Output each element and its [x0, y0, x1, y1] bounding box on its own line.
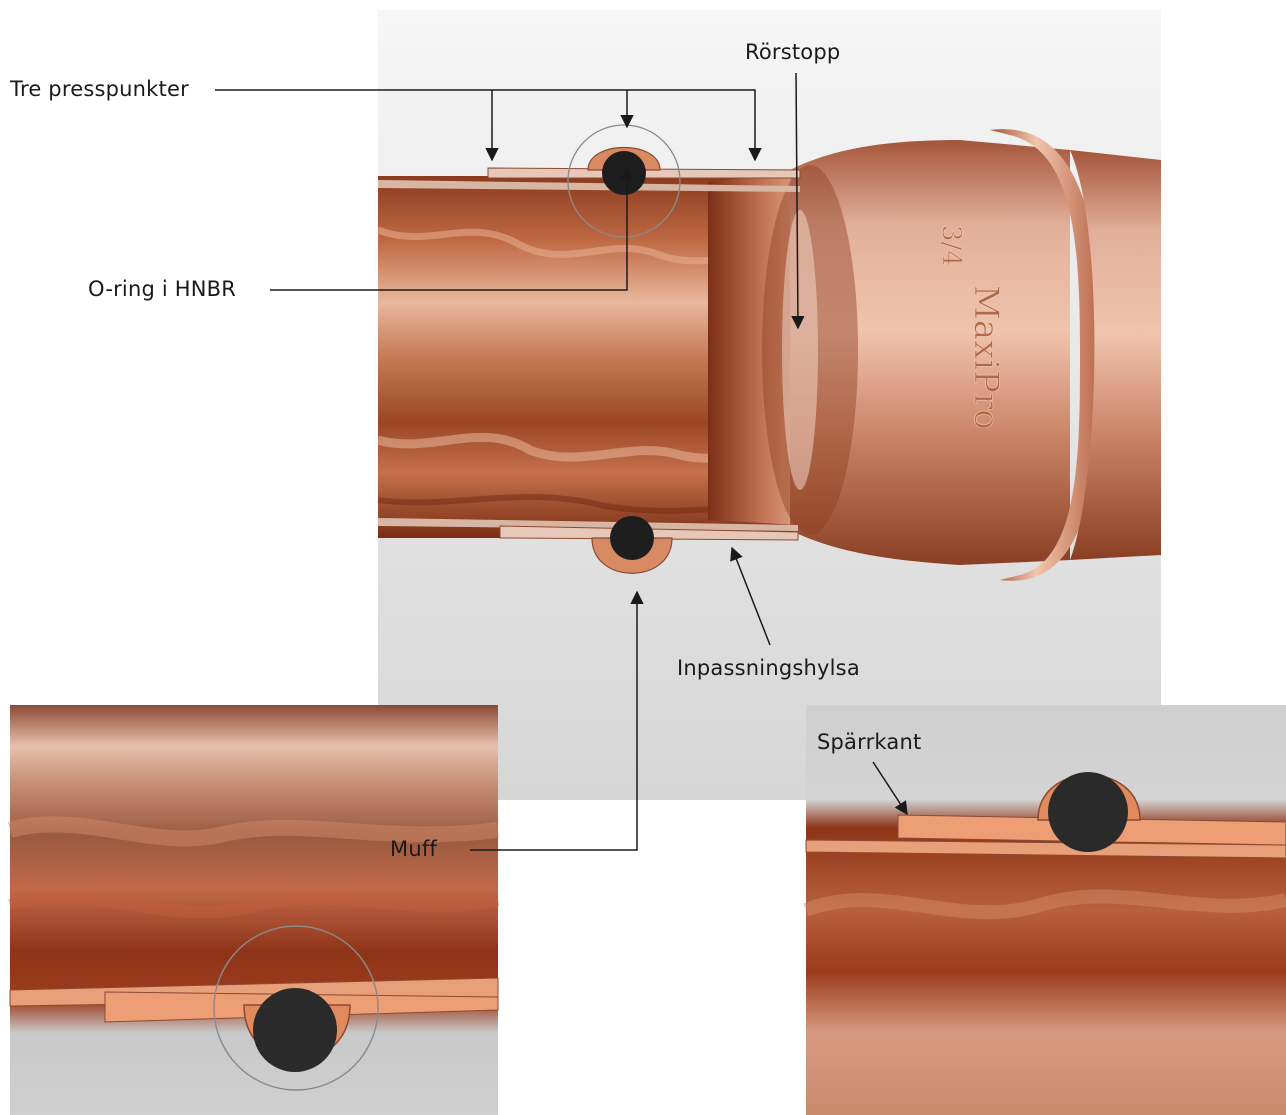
label-fitting-sleeve: Inpassningshylsa — [677, 656, 860, 680]
label-o-ring: O-ring i HNBR — [88, 277, 236, 301]
o-ring-zoom — [253, 988, 337, 1072]
o-ring-top — [602, 151, 646, 195]
zoom-inset-left — [10, 705, 498, 1115]
embossed-size: 3/4 — [936, 225, 966, 267]
o-ring-bottom — [610, 516, 654, 560]
label-three-press-points: Tre presspunkter — [10, 77, 189, 101]
embossed-brand: MaxiPro — [966, 285, 1006, 430]
zoom-inset-right — [806, 705, 1286, 1115]
label-stop-edge: Spärrkant — [817, 730, 921, 754]
label-socket: Muff — [390, 837, 437, 861]
fitting-body — [762, 140, 1070, 565]
label-pipe-stop: Rörstopp — [745, 40, 840, 64]
o-ring-zoom-right — [1048, 772, 1128, 852]
